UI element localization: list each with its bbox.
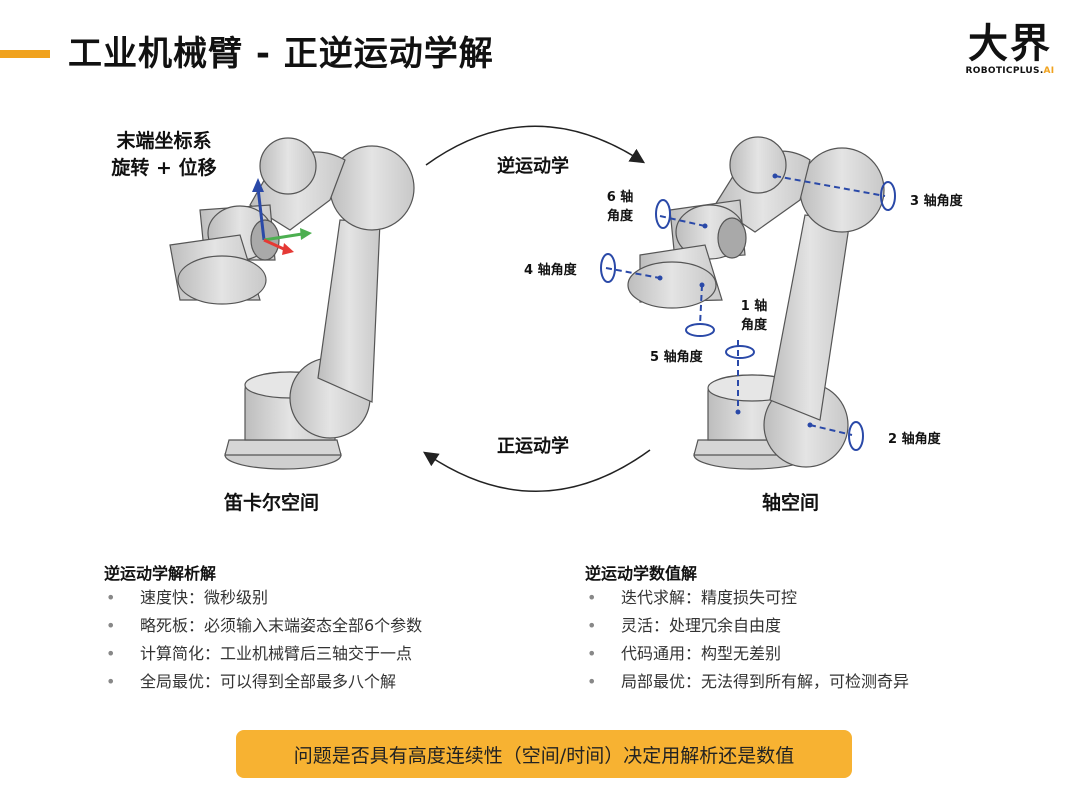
end-frame-label: 末端坐标系 旋转 + 位移 (111, 130, 217, 179)
axis4-line (605, 267, 661, 279)
list-item: •局部最优：无法得到所有解，可检测奇异 (587, 672, 910, 691)
joint-axis-markers (600, 175, 896, 451)
axis2-label: 2 轴角度 (888, 432, 941, 447)
numeric-solution-title: 逆运动学数值解 (585, 564, 698, 583)
axis5-line (699, 284, 703, 326)
forward-kinematics-label: 正运动学 (497, 436, 569, 457)
inverse-kinematics-arrow (425, 125, 646, 166)
axis6-rotation-icon (655, 199, 671, 229)
page-title: 工业机械臂 - 正逆运动学解 (68, 34, 494, 74)
list-item: •略死板：必须输入末端姿态全部6个参数 (106, 616, 423, 635)
list-item: •代码通用：构型无差别 (587, 644, 782, 663)
cartesian-space-label: 笛卡尔空间 (224, 492, 320, 514)
forward-kinematics-arrow (423, 449, 651, 492)
analytic-solution-list: •速度快：微秒级别 •略死板：必须输入末端姿态全部6个参数 •计算简化：工业机械… (104, 584, 422, 696)
kinematics-diagram (169, 125, 896, 492)
axis5-label: 5 轴角度 (650, 350, 703, 365)
axis4-rotation-icon (600, 253, 616, 283)
axis3-line (774, 175, 886, 197)
left-robot-arm (169, 137, 415, 470)
list-item: •灵活：处理冗余自由度 (587, 616, 782, 635)
analytic-solution-title: 逆运动学解析解 (104, 564, 217, 583)
end-effector-frame (252, 178, 312, 255)
logo-wordmark: ROBOTICPLUS.AI (965, 66, 1055, 76)
x-axis-arrow (263, 238, 287, 252)
list-item: •全局最优：可以得到全部最多八个解 (106, 672, 397, 691)
list-item: •计算简化：工业机械臂后三轴交于一点 (106, 644, 413, 663)
axis6-label: 6 轴 角度 (606, 190, 634, 224)
list-item: •速度快：微秒级别 (106, 588, 269, 607)
axis1-label: 1 轴 角度 (740, 299, 768, 333)
axis3-rotation-icon (880, 181, 896, 211)
brand-logo: 大界 ROBOTICPLUS.AI (960, 22, 1060, 76)
numeric-solution-list: •迭代求解：精度损失可控 •灵活：处理冗余自由度 •代码通用：构型无差别 •局部… (585, 584, 909, 696)
logo-mark: 大界 (968, 21, 1052, 67)
list-item: •迭代求解：精度损失可控 (587, 588, 798, 607)
inverse-kinematics-label: 逆运动学 (497, 156, 569, 177)
axis2-rotation-icon (848, 421, 864, 451)
conclusion-callout: 问题是否具有高度连续性（空间/时间）决定用解析还是数值 (236, 730, 852, 778)
axis5-rotation-icon (685, 323, 715, 337)
axis1-rotation-icon (725, 345, 755, 359)
y-axis-arrow (263, 232, 303, 242)
right-robot-arm (627, 136, 885, 470)
title-accent-bar (0, 50, 50, 58)
axis2-line (809, 424, 853, 436)
z-axis-arrow (256, 187, 266, 241)
joint-space-label: 轴空间 (762, 492, 820, 514)
axis4-label: 4 轴角度 (524, 263, 577, 278)
axis6-line (659, 215, 706, 227)
axis3-label: 3 轴角度 (910, 194, 963, 209)
